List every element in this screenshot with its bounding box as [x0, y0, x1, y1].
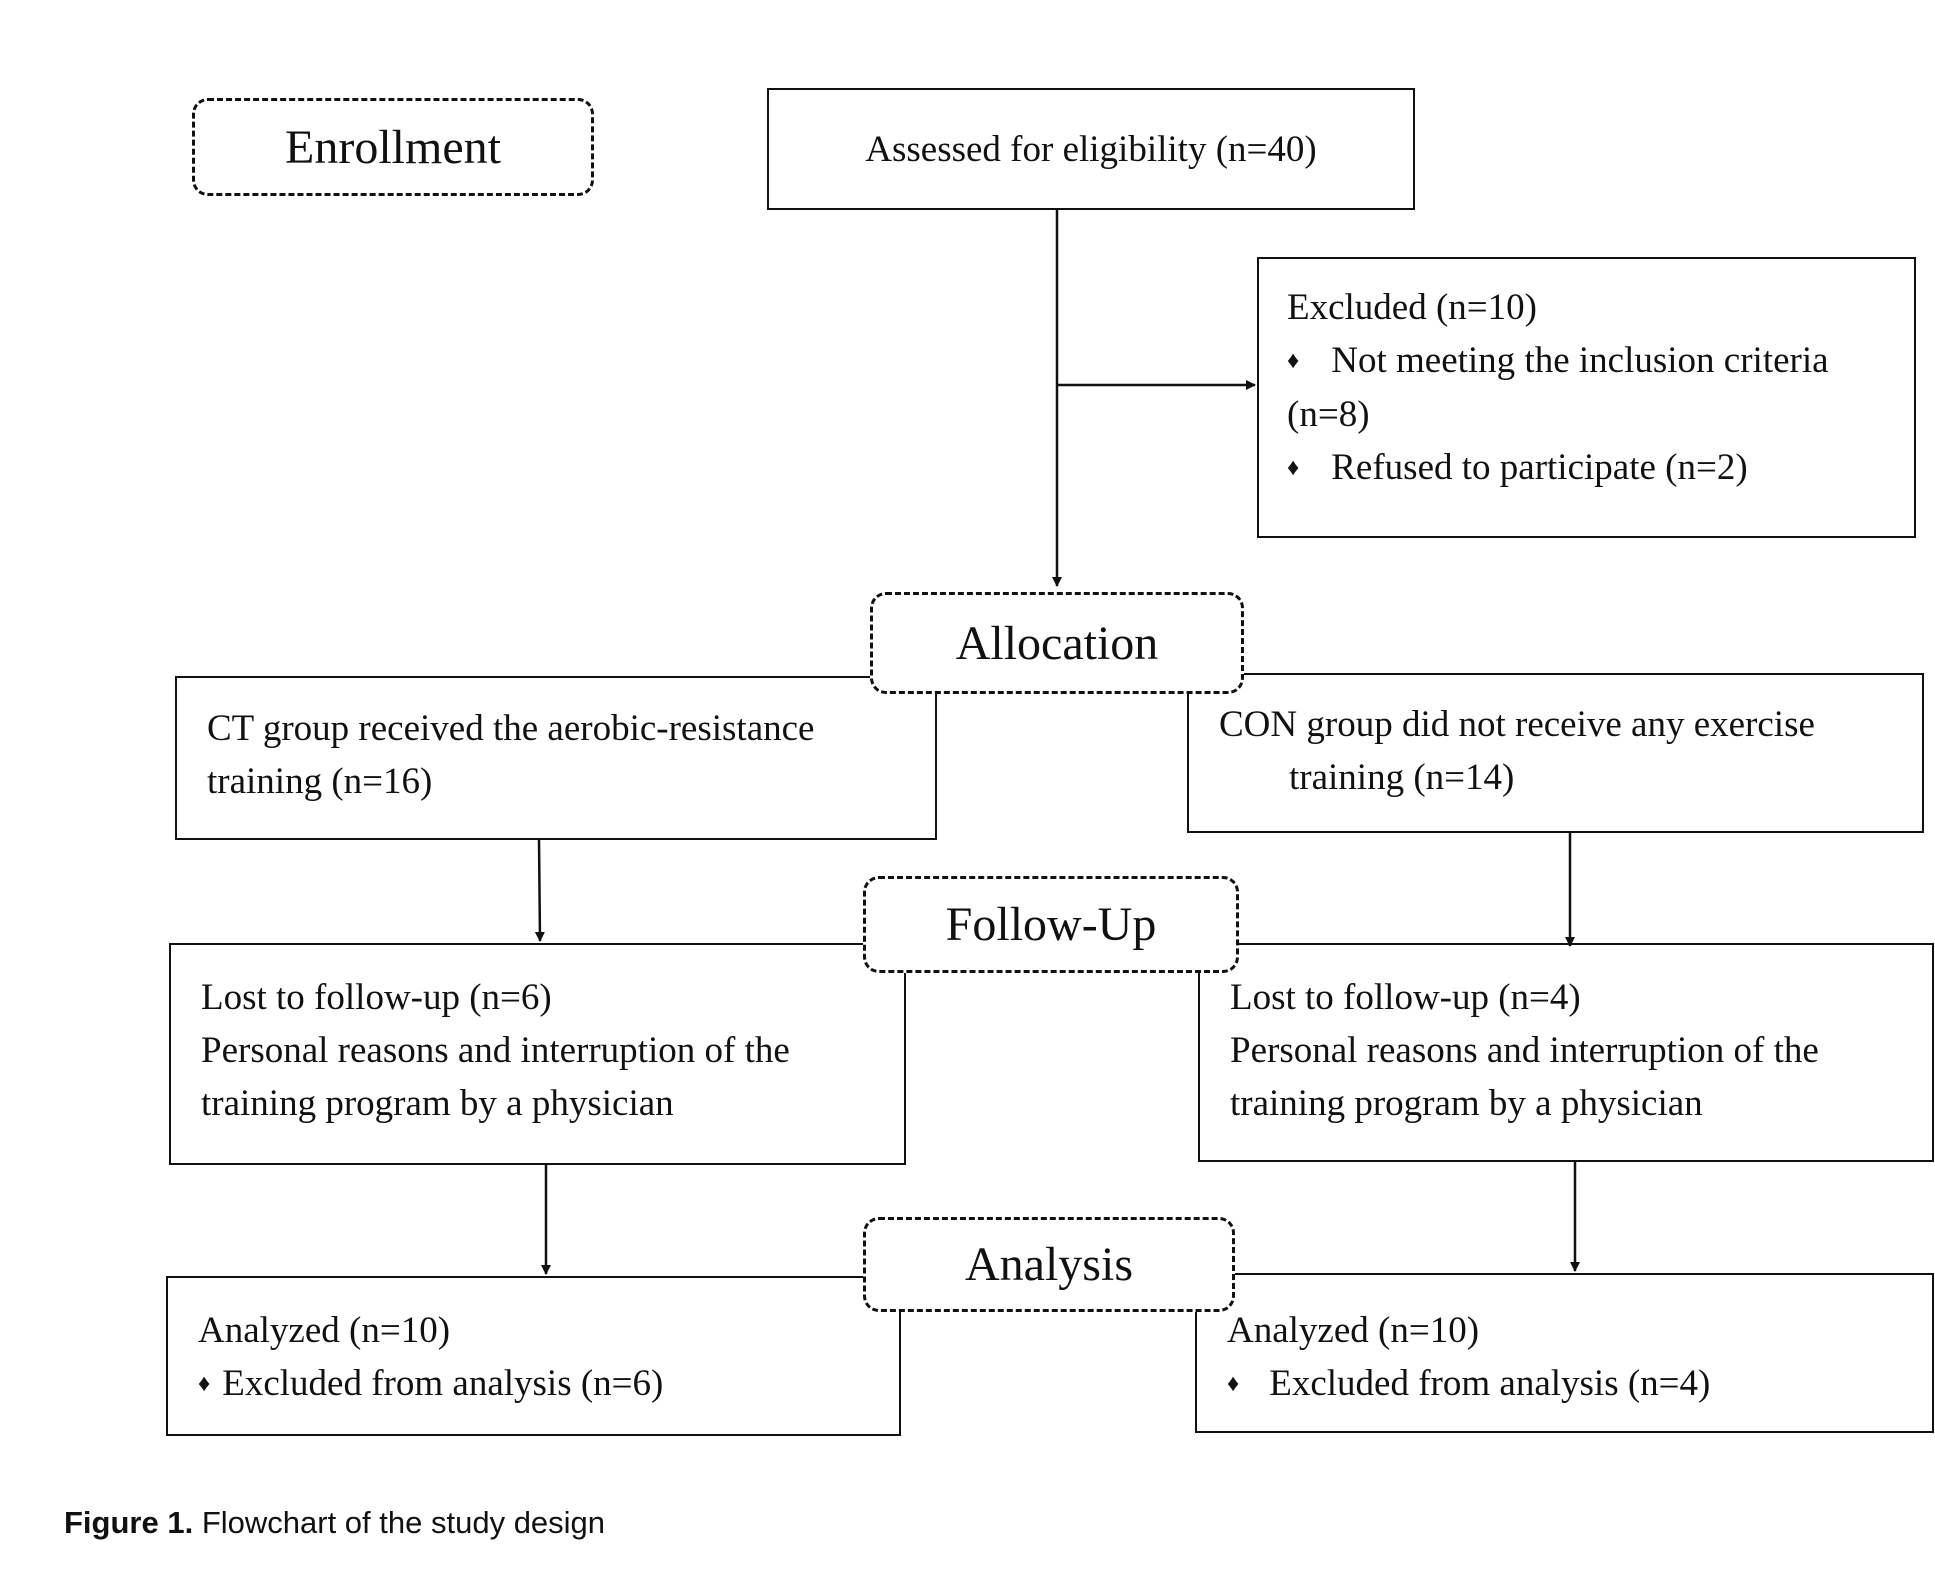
arrow-ct-to-followup [534, 839, 545, 942]
stage-allocation-label: Allocation [955, 616, 1159, 670]
ct-analysis-item: ♦ Excluded from analysis (n=6) [198, 1357, 899, 1411]
ct-followup-line3: training program by a physician [201, 1083, 674, 1124]
stage-enrollment: Enrollment [192, 98, 594, 196]
stage-analysis: Analysis [863, 1217, 1235, 1312]
con-group-line1: CON group did not receive any exercise [1219, 704, 1815, 745]
con-followup-box: Lost to follow-up (n=4) Personal reasons… [1198, 943, 1934, 1162]
ct-group-box: CT group received the aerobic-resistance… [175, 676, 937, 840]
figure-caption-label: Figure 1. [64, 1505, 194, 1540]
assessed-box: Assessed for eligibility (n=40) [767, 88, 1415, 210]
con-analysis-item-text: Excluded from analysis (n=4) [1269, 1363, 1711, 1404]
diamond-bullet-icon: ♦ [198, 1371, 211, 1397]
con-followup-line3: training program by a physician [1230, 1083, 1703, 1124]
ct-followup-box: Lost to follow-up (n=6) Personal reasons… [169, 943, 906, 1165]
stage-allocation: Allocation [870, 592, 1244, 694]
assessed-text: Assessed for eligibility (n=40) [865, 129, 1317, 170]
diamond-bullet-icon: ♦ [1287, 348, 1300, 374]
con-analysis-title: Analyzed (n=10) [1227, 1310, 1480, 1351]
excluded-item-inclusion: ♦ Not meeting the inclusion criteria [1287, 334, 1914, 388]
stage-followup: Follow-Up [863, 876, 1239, 973]
stage-analysis-label: Analysis [965, 1238, 1133, 1291]
excluded-box: Excluded (n=10) ♦ Not meeting the inclusi… [1257, 257, 1916, 538]
diamond-bullet-icon: ♦ [1287, 455, 1300, 481]
excluded-item-inclusion-text: Not meeting the inclusion criteria [1331, 340, 1829, 381]
excluded-title: Excluded (n=10) [1287, 287, 1537, 328]
ct-analysis-item-text: Excluded from analysis (n=6) [222, 1363, 664, 1404]
con-analysis-box: Analyzed (n=10) ♦ Excluded from analysis … [1195, 1273, 1934, 1433]
con-followup-line1: Lost to follow-up (n=4) [1230, 977, 1581, 1018]
con-group-box: CON group did not receive any exercise t… [1187, 673, 1924, 833]
ct-followup-line1: Lost to follow-up (n=6) [201, 977, 552, 1018]
stage-enrollment-label: Enrollment [285, 120, 501, 174]
ct-group-line2: training (n=16) [207, 761, 433, 802]
ct-analysis-box: Analyzed (n=10) ♦ Excluded from analysis … [166, 1276, 901, 1436]
figure-caption: Figure 1. Flowchart of the study design [64, 1505, 605, 1541]
ct-group-line1: CT group received the aerobic-resistance [207, 708, 815, 749]
ct-analysis-title: Analyzed (n=10) [198, 1310, 451, 1351]
excluded-item-refused-text: Refused to participate (n=2) [1331, 447, 1748, 488]
con-group-line2: training (n=14) [1289, 757, 1515, 798]
con-followup-line2: Personal reasons and interruption of the [1230, 1030, 1819, 1071]
con-analysis-item: ♦ Excluded from analysis (n=4) [1227, 1357, 1932, 1411]
stage-followup-label: Follow-Up [945, 898, 1157, 951]
excluded-item-inclusion-count: (n=8) [1287, 394, 1370, 435]
excluded-item-refused: ♦ Refused to participate (n=2) [1287, 441, 1914, 495]
diamond-bullet-icon: ♦ [1227, 1371, 1240, 1397]
ct-followup-line2: Personal reasons and interruption of the [201, 1030, 790, 1071]
figure-caption-text: Flowchart of the study design [201, 1505, 606, 1540]
